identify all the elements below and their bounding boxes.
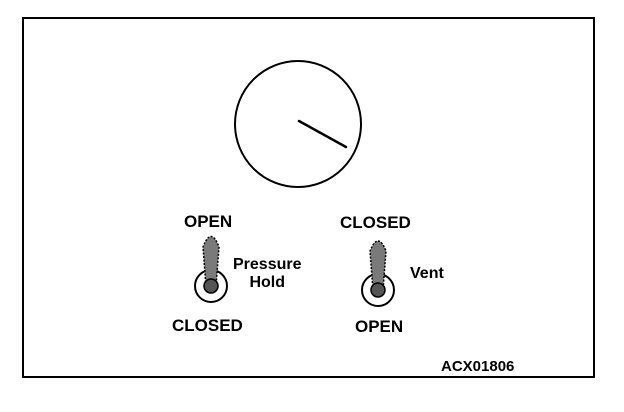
vent-name-label: Vent (410, 265, 444, 282)
valve-lever-icon[interactable] (202, 235, 220, 287)
valve-pivot (370, 282, 386, 298)
pressure-hold-closed-label: CLOSED (172, 316, 243, 335)
pressure-hold-name-line-1: Pressure (233, 256, 302, 273)
figure-code: ACX01806 (441, 358, 515, 375)
valve-pivot (203, 278, 219, 294)
pressure-hold-valve[interactable] (194, 235, 228, 303)
pressure-hold-name-label: Pressure Hold (233, 256, 302, 292)
pressure-gauge (234, 60, 362, 188)
vent-valve[interactable] (361, 240, 395, 307)
valve-lever-icon[interactable] (369, 240, 387, 291)
vent-open-label: OPEN (355, 317, 404, 336)
pressure-hold-open-label: OPEN (184, 212, 233, 231)
gauge-needle-icon (297, 119, 348, 149)
gauge-dial (234, 60, 362, 188)
pressure-hold-name-line-2: Hold (249, 274, 286, 291)
vent-closed-label: CLOSED (340, 213, 411, 232)
